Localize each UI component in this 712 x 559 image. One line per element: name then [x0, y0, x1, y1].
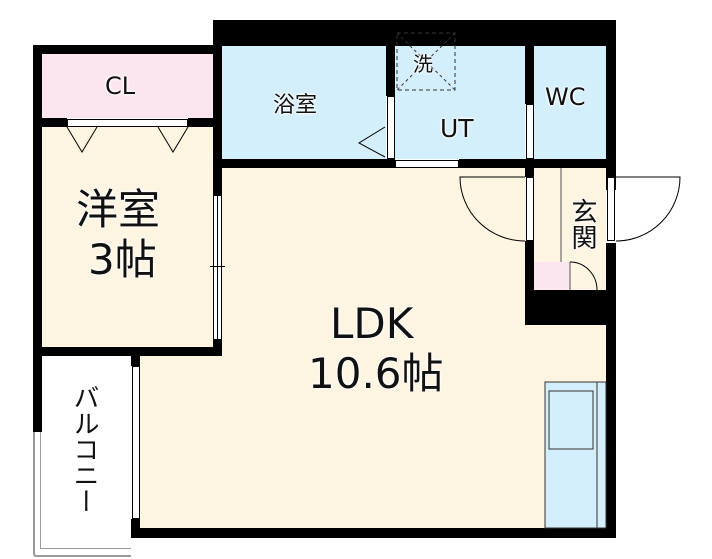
balcony-window — [132, 366, 140, 519]
entrance-label: 玄関 — [567, 198, 597, 250]
front-door-swing-icon — [615, 176, 681, 242]
toilet-door — [526, 104, 534, 159]
closet-door-icon — [66, 126, 98, 153]
wall — [213, 20, 222, 195]
closet-door-opening — [67, 119, 188, 127]
kitchen-sink-icon — [548, 390, 594, 450]
toilet-label: WC — [545, 83, 586, 111]
ldk-label: LDK — [330, 299, 414, 348]
utility-label: UT — [440, 114, 474, 143]
wall — [606, 243, 616, 538]
wall — [606, 20, 616, 190]
wall — [213, 340, 222, 356]
bath-door-icon — [357, 126, 386, 158]
wall — [33, 45, 222, 54]
bathroom-floor — [222, 46, 386, 159]
balcony-rail-inner — [40, 432, 131, 549]
balcony-rail — [33, 432, 131, 557]
shoe-box-door-icon — [569, 261, 598, 291]
wall — [525, 290, 616, 325]
western-room-size: 3帖 — [88, 235, 157, 284]
bathroom-label: 浴室 — [273, 93, 318, 118]
wall — [131, 528, 616, 538]
entrance-inner-door — [526, 177, 534, 241]
front-door — [607, 177, 615, 241]
wall — [525, 159, 534, 177]
wall — [188, 118, 222, 127]
wall — [131, 356, 140, 366]
wall — [386, 20, 395, 96]
window-center-mark — [210, 266, 225, 267]
closet-floor — [42, 54, 214, 118]
balcony-floor — [41, 357, 131, 557]
western-room-label: 洋室 — [76, 185, 161, 234]
washer-label: 洗 — [413, 52, 433, 76]
wall — [33, 347, 222, 356]
balcony-label: バルコニー — [69, 384, 99, 514]
closet-label: CL — [105, 72, 136, 100]
ut-door — [395, 160, 459, 168]
wall — [33, 356, 42, 432]
wall — [33, 152, 42, 352]
kitchen-counter — [544, 381, 607, 529]
window-mullion — [217, 195, 218, 340]
wall — [525, 20, 534, 104]
toilet-floor — [534, 29, 606, 159]
utility-floor — [395, 29, 525, 159]
washer-pan-icon — [396, 32, 456, 91]
ldk-floor-upper — [222, 168, 526, 348]
wall — [213, 159, 395, 168]
bath-door — [387, 96, 395, 159]
wall — [525, 241, 534, 325]
ldk-size: 10.6帖 — [308, 349, 444, 398]
door-swing-icon — [459, 176, 526, 242]
wall — [459, 159, 616, 168]
wall — [33, 45, 42, 152]
shoe-box — [534, 262, 570, 290]
closet-door-icon — [157, 126, 189, 153]
wall — [386, 20, 616, 29]
wall — [33, 118, 67, 127]
